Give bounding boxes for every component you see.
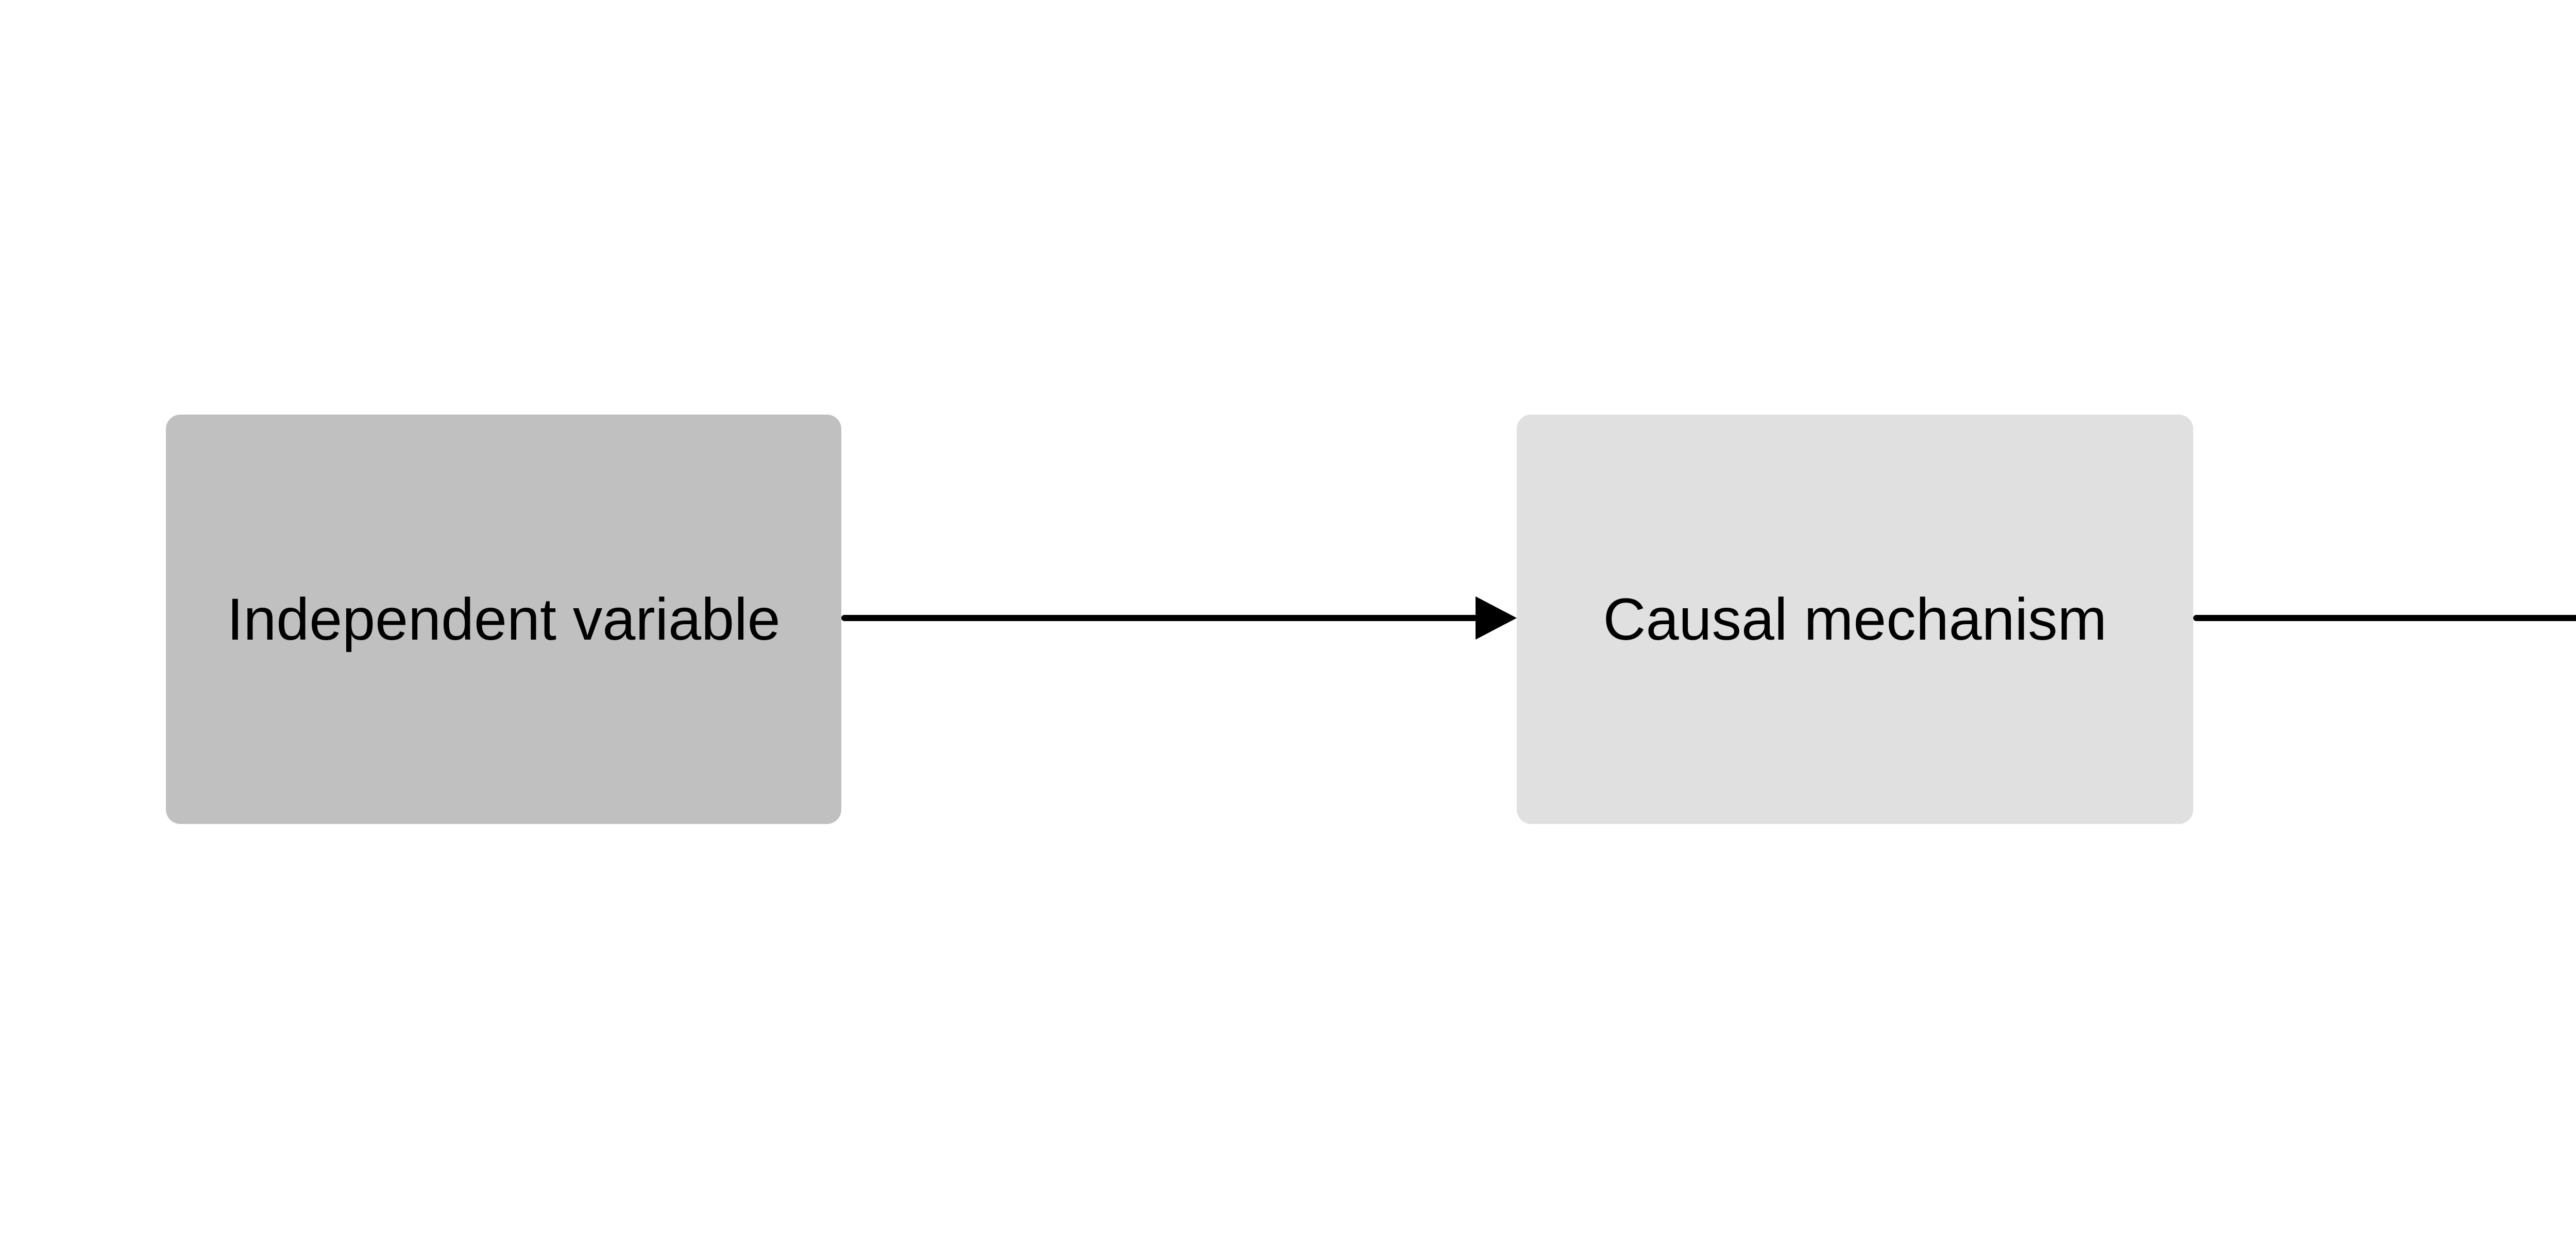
arrowhead-icon xyxy=(1476,596,1517,640)
node-causal-mechanism: Causal mechanism xyxy=(1517,415,2193,824)
arrow-independent-to-mechanism xyxy=(841,587,1517,649)
node-causal-mechanism-label: Causal mechanism xyxy=(1603,586,2107,653)
arrow-graphic xyxy=(2193,615,2576,621)
node-independent-variable-label: Independent variable xyxy=(227,586,781,653)
node-independent-variable: Independent variable xyxy=(166,415,841,824)
arrow-graphic xyxy=(841,596,1517,640)
arrow-mechanism-to-dependent xyxy=(2193,587,2576,649)
